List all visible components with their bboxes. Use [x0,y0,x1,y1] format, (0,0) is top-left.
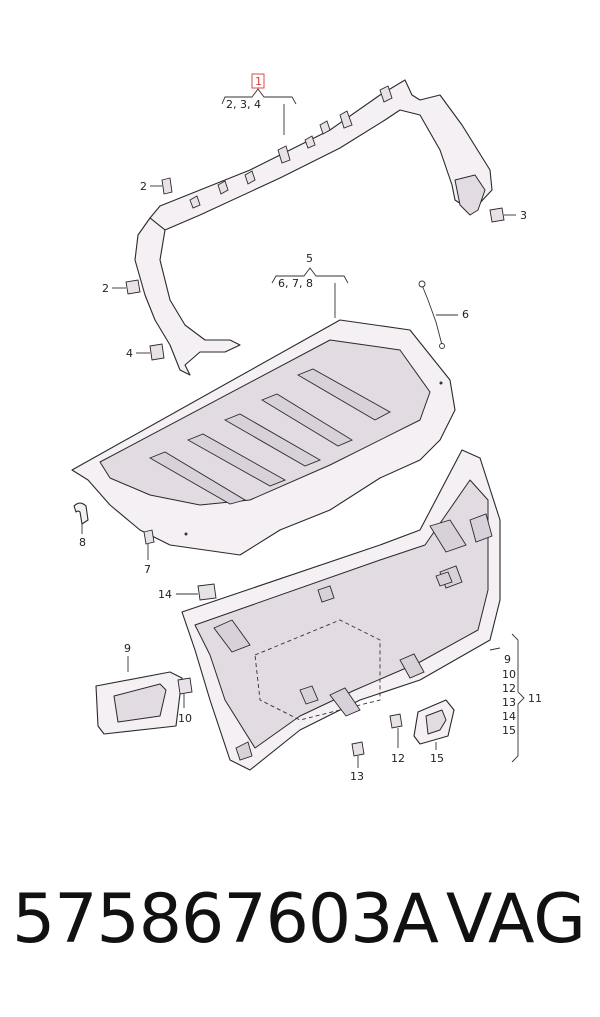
callout-2b: 2 [102,279,141,295]
callout-14: 14 [158,583,217,601]
callout-13: 13 [350,741,365,783]
parts-diagram: 1 2, 3, 4 2 2 3 4 [71,73,542,783]
upper-trim-frame [134,79,493,376]
callout-12-number: 12 [391,752,405,765]
callout-10: 10 [177,677,193,725]
callout-5-number: 5 [306,252,313,265]
callout-6: 6 [418,280,469,349]
callout-12: 12 [389,713,405,765]
parcel-shelf [71,319,456,556]
callout-1-sublist: 2, 3, 4 [226,98,261,111]
callout-6-number: 6 [462,308,469,321]
callout-3-number: 3 [520,209,527,222]
callout-11-item-2: 10 [502,668,516,681]
callout-1-number: 1 [255,75,262,88]
brand-name: VAG [445,880,586,959]
callout-4: 4 [126,343,165,361]
callout-15: 15 [413,699,455,765]
callout-4-number: 4 [126,347,133,360]
callout-10-number: 10 [178,712,192,725]
callout-14-number: 14 [158,588,172,601]
callout-9: 9 [95,642,183,735]
callout-11-item-4: 13 [502,696,516,709]
callout-3: 3 [489,207,527,223]
callout-1: 1 2, 3, 4 [221,73,297,135]
callout-7: 7 [143,529,155,576]
callout-2a-number: 2 [140,180,147,193]
callout-5-sublist: 6, 7, 8 [278,277,313,290]
callout-8: 8 [73,502,89,549]
callout-11-number: 11 [528,692,542,705]
callout-11-item-1: 9 [504,653,511,666]
callout-1-highlight-box [251,73,265,89]
callout-11-item-3: 12 [502,682,516,695]
callout-11: 9 10 12 13 14 15 11 [489,633,542,763]
callout-11-item-5: 14 [502,710,516,723]
callout-11-brace [511,633,525,763]
callout-9-number: 9 [124,642,131,655]
callout-8-number: 8 [79,536,86,549]
callout-5: 5 6, 7, 8 [271,252,349,318]
callout-15-number: 15 [430,752,444,765]
footer: 575867603A VAG [0,880,600,1000]
callout-2b-number: 2 [102,282,109,295]
callout-13-number: 13 [350,770,364,783]
callout-7-number: 7 [144,563,151,576]
part-number: 575867603A [12,880,439,959]
callout-2a: 2 [140,177,173,195]
callout-11-item-6: 15 [502,724,516,737]
lower-tailgate-panel [181,449,501,771]
